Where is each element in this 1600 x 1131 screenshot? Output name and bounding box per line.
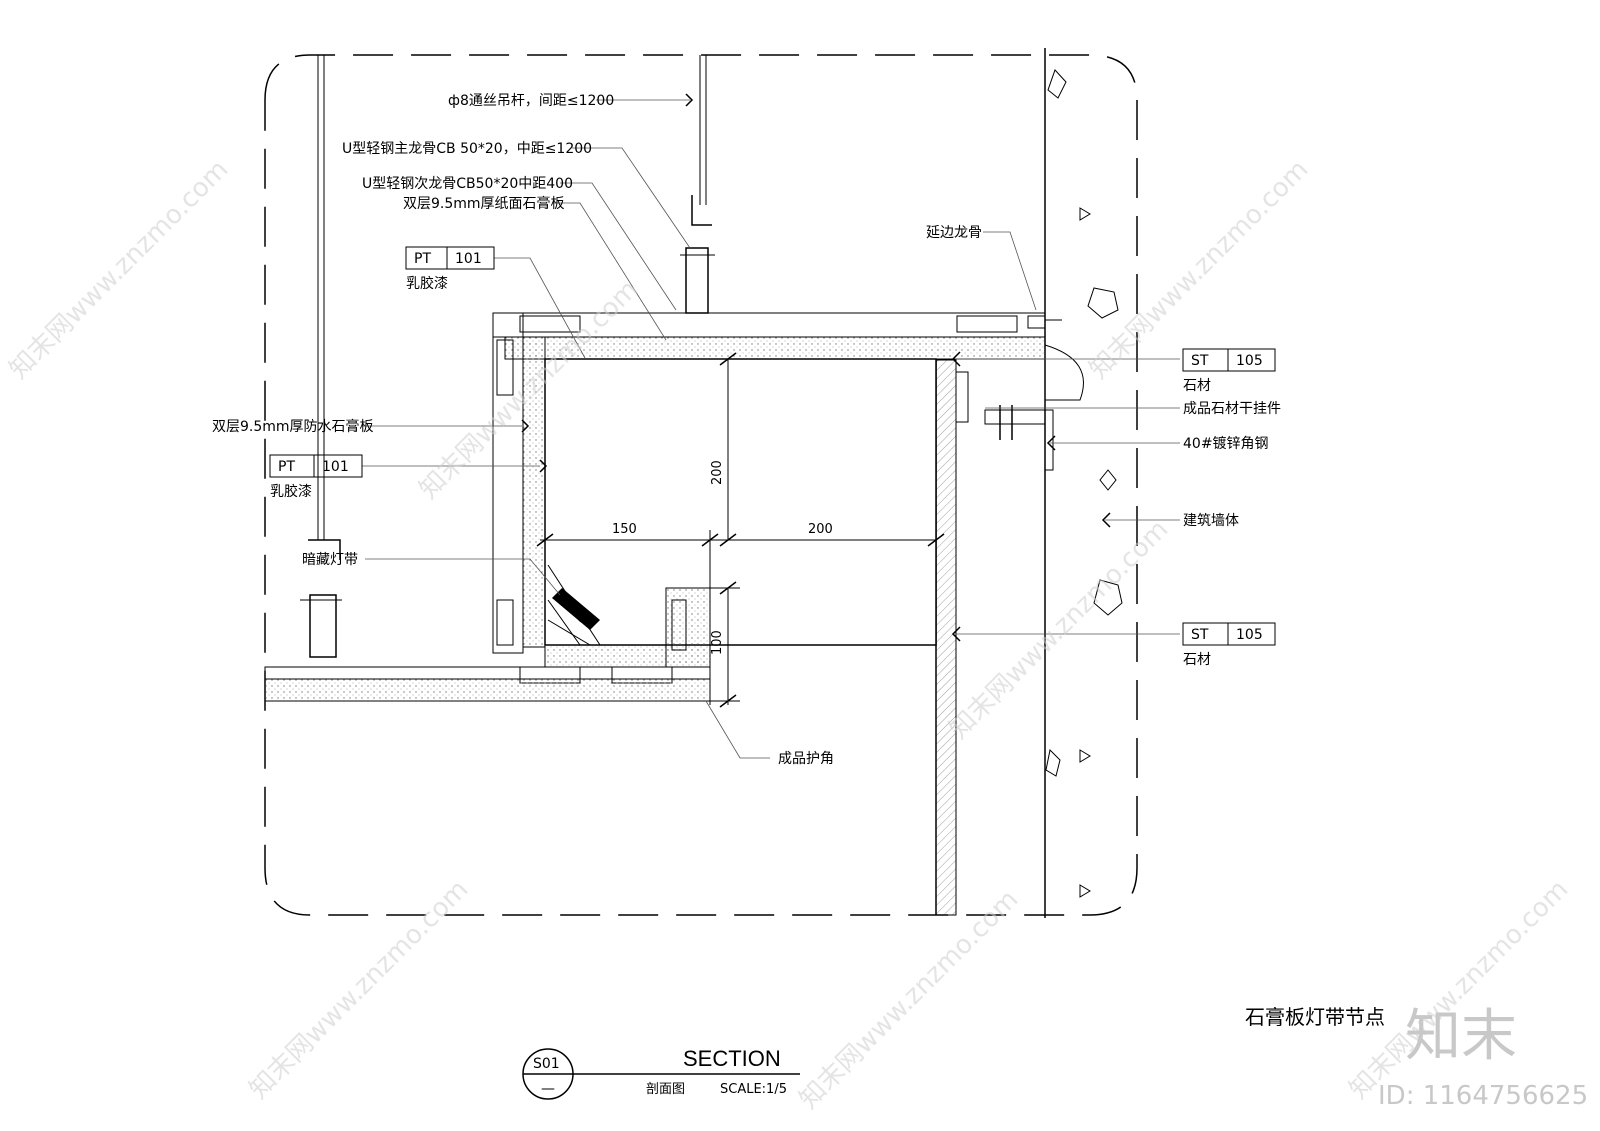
dim-200-horizontal: 200	[808, 522, 833, 537]
label-angle-steel: 40#镀锌角钢	[1183, 435, 1269, 452]
material-tag-st-1: ST 105 石材	[1182, 348, 1276, 394]
tag-code: ST	[1191, 627, 1209, 643]
watermark-site: 知末网www.znzmo.com	[944, 514, 1175, 745]
tag-code: ST	[1191, 353, 1209, 369]
section-cn: 剖面图	[646, 1082, 685, 1097]
lower-ceiling	[264, 666, 711, 702]
light-trough	[492, 312, 937, 684]
tag-num: 101	[455, 251, 482, 267]
hanger-system	[300, 55, 715, 658]
node-name: 石膏板灯带节点	[1245, 1005, 1385, 1029]
section-id: S01	[533, 1056, 560, 1072]
tag-num: 105	[1236, 627, 1263, 643]
building-wall	[1044, 48, 1123, 918]
tag-num: 105	[1236, 353, 1263, 369]
tag-code: PT	[278, 459, 295, 475]
tag-desc: 石材	[1183, 652, 1211, 668]
watermark-site: 知末网www.znzmo.com	[1084, 154, 1315, 385]
watermark-id: ID: 1164756625	[1378, 1081, 1588, 1111]
label-rod: ф8通丝吊杆，间距≤1200	[448, 93, 614, 109]
section-title: SECTION	[683, 1046, 781, 1071]
tag-desc: 乳胶漆	[406, 275, 448, 292]
label-gypsum-top: 双层9.5mm厚纸面石膏板	[403, 195, 565, 212]
label-building-wall: 建筑墙体	[1183, 513, 1239, 529]
section-scale: SCALE:1/5	[720, 1082, 787, 1097]
label-corner-guard: 成品护角	[778, 751, 834, 767]
label-main-keel: U型轻钢主龙骨CB 50*20，中距≤1200	[342, 141, 592, 157]
tag-code: PT	[414, 251, 431, 267]
label-sub-keel: U型轻钢次龙骨CB50*20中距400	[362, 176, 573, 192]
break-frame	[264, 54, 1138, 916]
dim-200-vertical: 200	[710, 460, 725, 485]
tag-desc: 乳胶漆	[270, 483, 312, 500]
title-block: S01 — SECTION 剖面图 SCALE:1/5 石膏板灯带节点	[522, 1005, 1385, 1100]
label-edge-keel: 延边龙骨	[926, 225, 982, 241]
dim-100: 100	[710, 630, 725, 655]
dim-150: 150	[612, 522, 637, 537]
annotations: ф8通丝吊杆，间距≤1200 U型轻钢主龙骨CB 50*20，中距≤1200 U…	[212, 93, 1281, 767]
tag-desc: 石材	[1183, 378, 1211, 394]
stone-cladding	[935, 315, 1084, 916]
tag-num: 101	[322, 459, 349, 475]
watermark-site: 知末网www.znzmo.com	[4, 154, 235, 385]
material-tag-pt-1: PT 101 乳胶漆	[405, 246, 495, 292]
material-tag-pt-2: PT 101 乳胶漆	[269, 454, 363, 500]
watermark-site: 知末网www.znzmo.com	[244, 874, 475, 1105]
dimensions: 200 150 200 100	[536, 352, 945, 708]
label-hidden-light: 暗藏灯带	[302, 552, 358, 568]
watermark-site: 知末网www.znzmo.com	[794, 884, 1025, 1115]
watermark-site: 知末网www.znzmo.com	[1344, 874, 1575, 1105]
leaders	[362, 93, 1180, 759]
material-tag-st-2: ST 105 石材	[1182, 622, 1276, 668]
section-sub: —	[541, 1081, 555, 1097]
label-waterproof-board: 双层9.5mm厚防水石膏板	[212, 418, 374, 435]
label-dry-hanger: 成品石材干挂件	[1183, 401, 1281, 417]
watermark-brand: 知末	[1405, 1004, 1517, 1069]
